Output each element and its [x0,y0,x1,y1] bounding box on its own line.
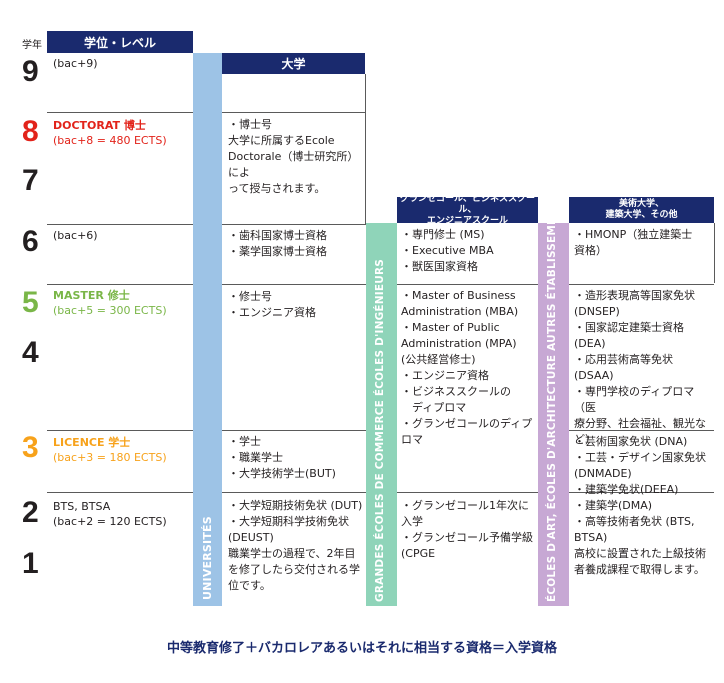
column-divider [365,74,366,224]
year-1: 1 [22,547,39,580]
row-divider [569,430,714,431]
row-divider [47,284,193,285]
row-divider [222,492,366,493]
grandes-ecoles-master-text: ・Master of Business Administration (MBA)… [401,289,533,446]
level-header: 学位・レベル [47,31,193,53]
grandes-ecoles-band [366,223,397,606]
university-master-text: ・修士号 ・エンジニア資格 [228,290,316,319]
grandes-ecoles-header: グランゼコール、ビジネススクール、 エンジニアスクール [397,194,538,226]
art-schools-band-label: ÉCOLES D'ART, ÉCOLES D'ARCHITECTURE AUTR… [546,193,558,602]
year-2: 2 [22,496,39,529]
university-header: 大学 [222,53,365,74]
year-header: 学年 [22,40,42,51]
universities-band [193,53,222,606]
year-9: 9 [22,55,39,88]
grandes-ecoles-bts-text: ・グランゼコール1年次に 入学 ・グランゼコール予備学級 (CPGE [401,499,533,560]
row-divider [222,112,366,113]
grandes-ecoles-band-label: GRANDES ÉCOLES DE COMMERCE ÉCOLES D'INGÉ… [374,258,386,602]
year-7: 7 [22,164,39,197]
row-divider [397,492,538,493]
year-5: 5 [22,286,39,319]
row-divider [397,284,538,285]
art-schools-bts-text: ・建築学(DMA) ・高等技術者免状 (BTS, BTSA) 高校に設置された上… [574,499,706,576]
university-bac6-text: ・歯科国家博士資格 ・薬学国家博士資格 [228,229,327,258]
university-licence-text: ・学士 ・職業学士 ・大学技術学士(BUT) [228,435,336,480]
row-divider [47,224,193,225]
row-divider [222,430,366,431]
doctorat-title: DOCTORAT 博士 [53,119,146,132]
grandes-ecoles-bac6-text: ・専門修士 (MS) ・Executive MBA ・獣医国家資格 [401,228,494,273]
level-bac6: (bac+6) [53,229,98,242]
column-divider [714,223,715,283]
year-6: 6 [22,225,39,258]
universities-band-label: UNIVERSITÉS [201,516,214,600]
bts-ects: (bac+2 = 120 ECTS) [53,515,167,528]
year-8: 8 [22,115,39,148]
doctorat-ects: (bac+8 = 480 ECTS) [53,134,167,147]
row-divider [47,492,193,493]
art-schools-band [538,223,569,606]
university-doctorat-text: ・博士号 大学に所属するEcole Doctorale（博士研究所）によ って授… [228,118,359,195]
master-ects: (bac+5 = 300 ECTS) [53,304,167,317]
university-bts-text: ・大学短期技術免状 (DUT) ・大学短期科学技術免状 (DEUST) 職業学士… [228,499,363,592]
row-divider [569,492,714,493]
master-title: MASTER 修士 [53,289,130,302]
licence-ects: (bac+3 = 180 ECTS) [53,451,167,464]
row-divider [47,430,193,431]
row-divider [47,112,193,113]
row-divider [222,284,366,285]
row-divider [222,224,366,225]
row-divider [569,284,714,285]
art-schools-header: 美術大学、 建築大学、その他 [569,197,714,223]
art-schools-bac6-text: ・HMONP（独立建築士 資格） [574,228,693,257]
level-bac9: (bac+9) [53,57,98,70]
art-schools-licence-text: ・芸術国家免状 (DNA) ・工芸・デザイン国家免状 (DNMADE) ・建築学… [574,435,706,496]
admission-requirement-footer: 中等教育修了＋バカロレアあるいはそれに相当する資格＝入学資格 [166,641,557,656]
art-schools-master-text: ・造形表現高等国家免状 (DNSEP) ・国家認定建築士資格 (DEA) ・応用… [574,289,706,446]
year-3: 3 [22,431,39,464]
bts-title: BTS, BTSA [53,500,111,513]
licence-title: LICENCE 学士 [53,436,131,449]
year-4: 4 [22,336,39,369]
